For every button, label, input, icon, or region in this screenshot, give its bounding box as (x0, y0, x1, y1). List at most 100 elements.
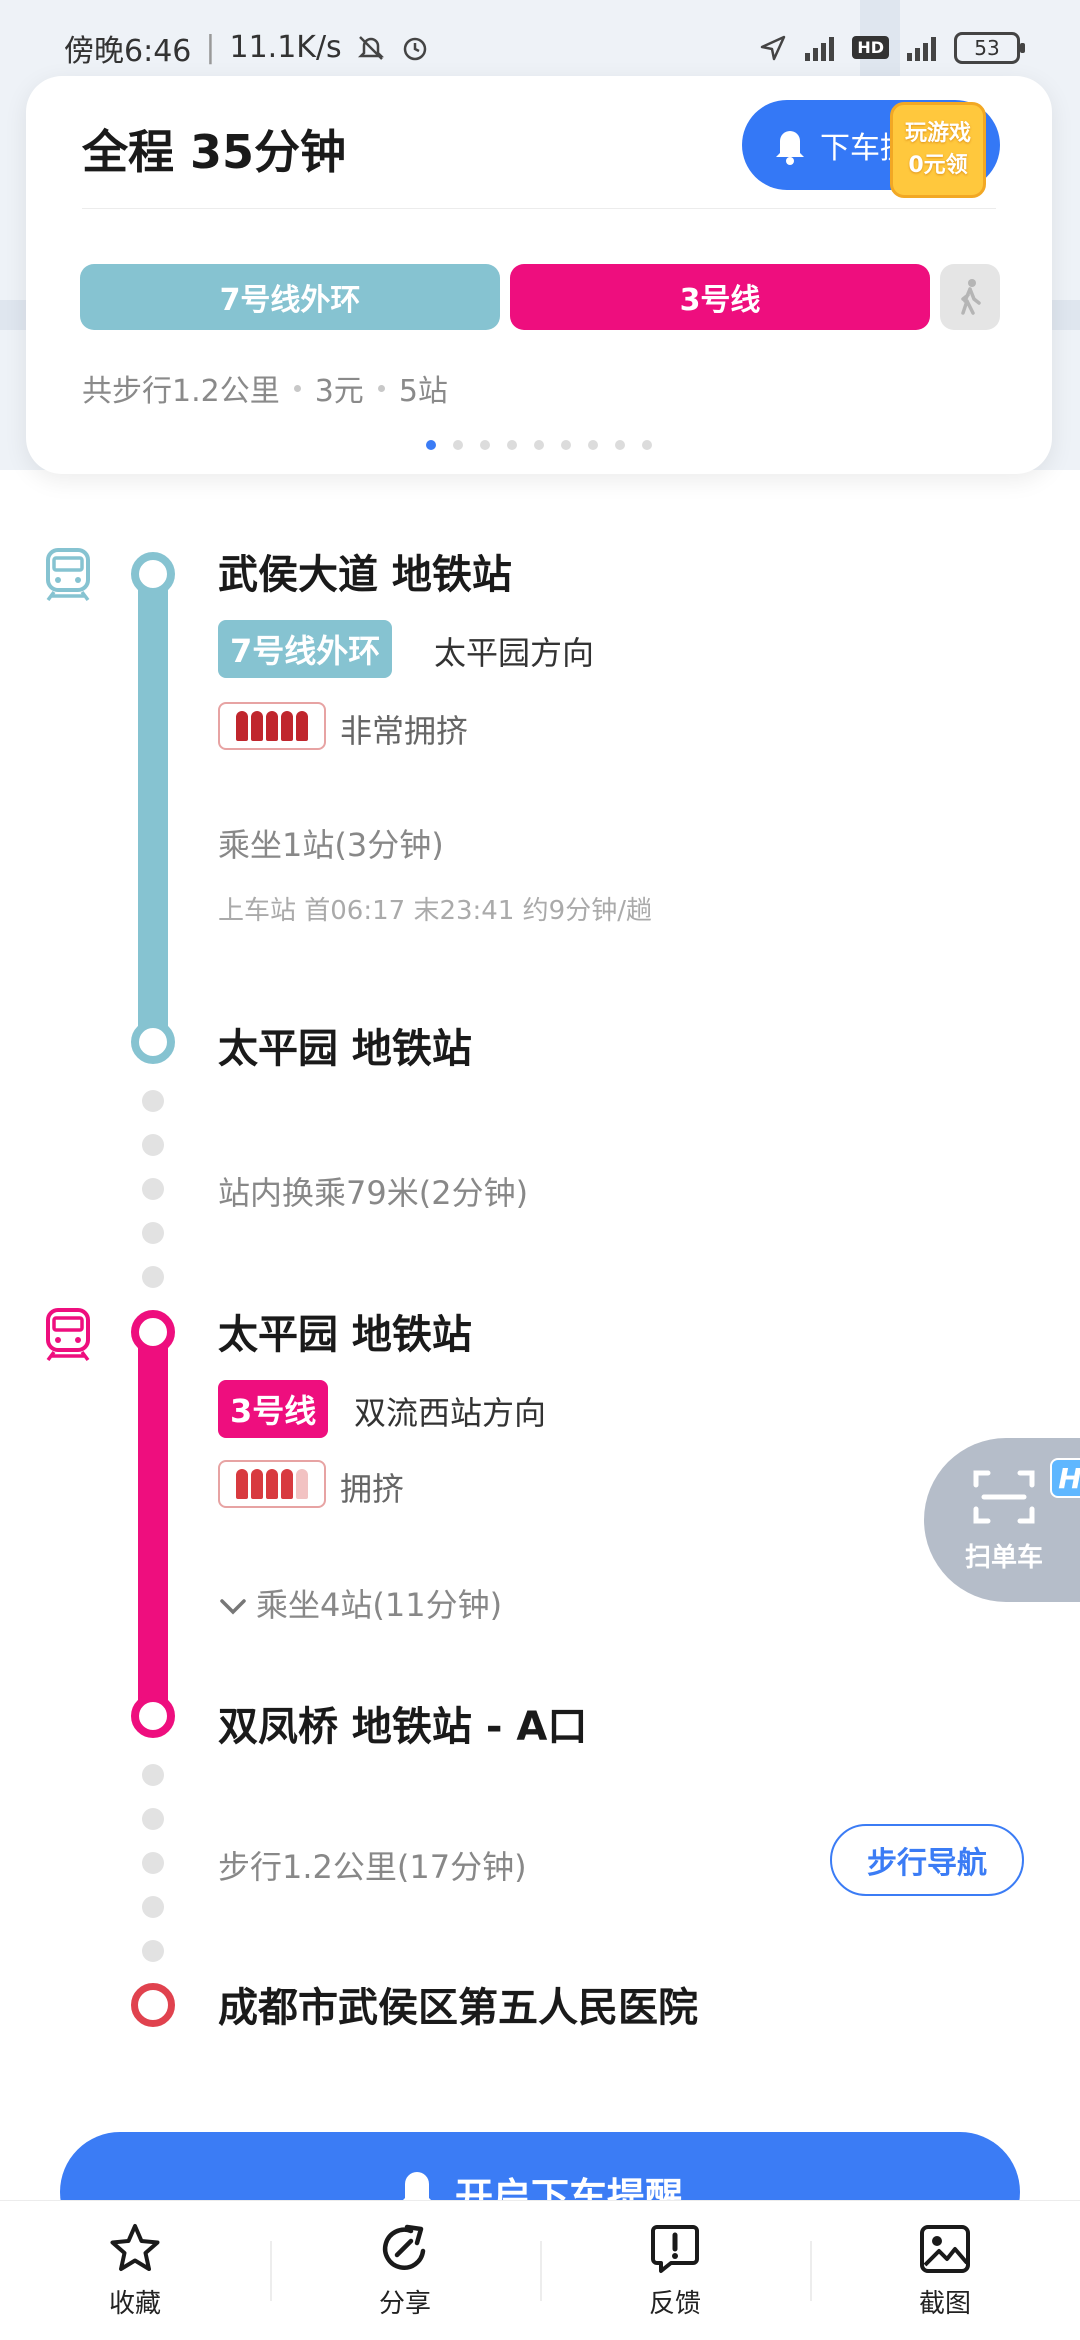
scan-label: 扫单车 (964, 1542, 1043, 1573)
transfer-dot (142, 1178, 164, 1200)
status-separator: | (205, 30, 216, 65)
direction: 双流西站方向 (354, 1394, 547, 1432)
signal-icon (805, 35, 835, 61)
segment-line3: 3号线 (510, 264, 930, 330)
metro-icon (46, 548, 90, 602)
game-promo-badge[interactable]: 玩游戏 0元领 (890, 102, 986, 198)
bottom-tab-bar: 收藏 分享 反馈 截图 (0, 2200, 1080, 2340)
star-icon (110, 2224, 160, 2271)
page-dot[interactable] (480, 440, 490, 450)
walking-person-icon (961, 279, 981, 315)
alight-station[interactable]: 双凤桥 地铁站 - A口 (218, 1704, 588, 1750)
page-dot[interactable] (453, 440, 463, 450)
crowd-level-icon (218, 702, 326, 750)
game-badge-line2: 0元领 (908, 153, 968, 178)
tab-label: 截图 (918, 2289, 971, 2319)
status-left: 傍晚6:46 | 11.1K/s (64, 26, 430, 70)
alight-node (131, 1020, 175, 1064)
trip-meta: 共步行1.2公里 3元 5站 (82, 366, 448, 410)
feedback-icon (651, 2225, 699, 2273)
tab-feedback[interactable]: 反馈 (540, 2201, 810, 2340)
transfer-info: 站内换乘79米(2分钟) (218, 1174, 529, 1212)
page-dot[interactable] (642, 440, 652, 450)
bell-icon (400, 2172, 433, 2202)
walk-dot (142, 1764, 164, 1786)
tab-screenshot[interactable]: 截图 (810, 2201, 1080, 2340)
walk-dot (142, 1896, 164, 1918)
stop-count: 5站 (398, 374, 448, 409)
schedule-info: 上车站 首06:17 末23:41 约9分钟/趟 (218, 896, 652, 926)
page-dot[interactable] (534, 440, 544, 450)
ride-info: 乘坐4站(11分钟) (256, 1586, 503, 1624)
transfer-dot (142, 1134, 164, 1156)
alight-station[interactable]: 太平园 地铁站 (218, 1026, 472, 1072)
total-label: 全程 (82, 125, 174, 179)
tab-label: 分享 (378, 2289, 431, 2319)
h-badge: H (1050, 1458, 1080, 1498)
alight-node (131, 1694, 175, 1738)
walk-info: 步行1.2公里(17分钟) (218, 1848, 527, 1886)
page-dot[interactable] (507, 440, 517, 450)
meta-dot (293, 384, 301, 392)
crowd-level-icon (218, 1460, 326, 1508)
board-station[interactable]: 武侯大道 地铁站 (218, 552, 512, 598)
line-tag: 7号线外环 (218, 620, 393, 678)
hd-icon: HD (852, 36, 889, 59)
metro-icon (46, 1308, 90, 1362)
destination-node (131, 1983, 175, 2027)
walk-dot (142, 1940, 164, 1962)
segment-line7: 7号线外环 (80, 264, 500, 330)
chevron-down-icon (220, 1599, 246, 1615)
walk-dot (142, 1808, 164, 1830)
tab-label: 反馈 (648, 2289, 701, 2319)
scan-icon (973, 1470, 1035, 1523)
status-time: 傍晚6:46 (64, 33, 192, 69)
board-station[interactable]: 太平园 地铁站 (218, 1312, 472, 1358)
tab-share[interactable]: 分享 (270, 2201, 540, 2340)
scan-bike-button[interactable]: H 扫单车 (924, 1438, 1080, 1602)
transfer-dot (142, 1090, 164, 1112)
crowd-text: 非常拥挤 (340, 712, 469, 750)
alarm-clock-icon (403, 37, 426, 60)
segment-walk (940, 264, 1000, 330)
battery-level: 53 (974, 35, 1000, 60)
transfer-dot (142, 1266, 164, 1288)
line-tag: 3号线 (218, 1380, 329, 1438)
tab-label: 收藏 (108, 2289, 161, 2319)
total-duration: 35分钟 (190, 125, 347, 179)
bell-icon (776, 131, 804, 165)
fare: 3元 (314, 374, 364, 409)
transfer-dot (142, 1222, 164, 1244)
screenshot-icon (920, 2225, 970, 2273)
status-bar: 傍晚6:46 | 11.1K/s HD 53 (0, 0, 1080, 95)
line7-rail (138, 553, 168, 1043)
walk-dot (142, 1852, 164, 1874)
route-summary-card[interactable]: 全程 35分钟 下车提醒 玩游戏 0元领 7号线外环 3号线 共步行1.2公里 … (26, 76, 1052, 474)
ride-info: 乘坐1站(3分钟) (218, 826, 444, 864)
location-arrow-icon (761, 35, 786, 60)
total-time: 全程 35分钟 (82, 116, 346, 182)
tab-favorite[interactable]: 收藏 (0, 2201, 270, 2340)
status-right: HD 53 (759, 31, 1025, 64)
page-indicator (26, 440, 1052, 450)
board-node (131, 1310, 175, 1354)
page-dot[interactable] (588, 440, 598, 450)
page-dot[interactable] (561, 440, 571, 450)
page-dot[interactable] (615, 440, 625, 450)
share-icon (382, 2224, 426, 2270)
walk-distance: 共步行1.2公里 (82, 374, 280, 409)
mute-bell-icon (357, 35, 384, 60)
meta-dot (377, 384, 385, 392)
card-divider (82, 208, 996, 209)
line3-rail (138, 1313, 168, 1717)
battery-icon: 53 (954, 31, 1025, 64)
destination-name[interactable]: 成都市武侯区第五人民医院 (218, 1985, 698, 2031)
status-net-speed: 11.1K/s (229, 30, 342, 65)
page-dot[interactable] (426, 440, 436, 450)
walk-navigation-button[interactable]: 步行导航 (830, 1824, 1024, 1896)
game-badge-line1: 玩游戏 (904, 121, 971, 146)
board-node (131, 552, 175, 596)
direction: 太平园方向 (434, 634, 595, 672)
ride-expand-toggle[interactable]: 乘坐4站(11分钟) (218, 1580, 502, 1626)
signal-icon-2 (907, 35, 936, 61)
